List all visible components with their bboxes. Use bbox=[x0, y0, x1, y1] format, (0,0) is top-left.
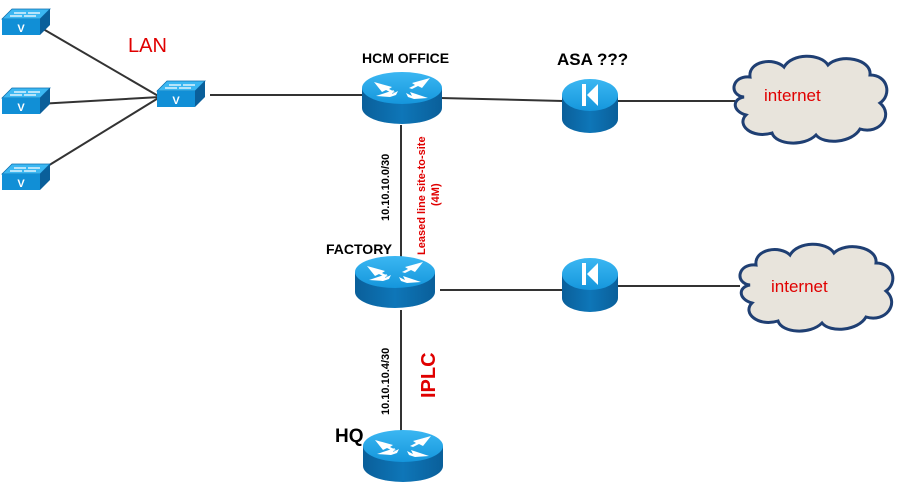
hcm-factory-bandwidth-label: (4M) bbox=[430, 183, 442, 206]
cloud-icon[interactable] bbox=[732, 54, 889, 145]
switch-icon[interactable] bbox=[156, 80, 206, 108]
hq-label: HQ bbox=[335, 426, 364, 447]
link-sw3-core bbox=[37, 96, 161, 173]
switch-icon[interactable] bbox=[1, 8, 51, 36]
internet-label-2: internet bbox=[771, 277, 828, 296]
cloud-icon[interactable] bbox=[738, 242, 895, 333]
hcm-factory-desc-label: Leased line site-to-site bbox=[416, 136, 428, 255]
router-icon[interactable] bbox=[363, 430, 443, 482]
internet-label-1: internet bbox=[764, 86, 821, 105]
hcm-office-label: HCM OFFICE bbox=[362, 50, 450, 66]
firewall-icon[interactable] bbox=[562, 79, 618, 133]
hcm-factory-subnet-label: 10.10.10.0/30 bbox=[380, 153, 392, 221]
factory-label: FACTORY bbox=[326, 241, 393, 257]
lan-label: LAN bbox=[128, 35, 167, 57]
link-sw1-core bbox=[37, 25, 161, 98]
links bbox=[37, 25, 740, 432]
factory-hq-subnet-label: 10.10.10.4/30 bbox=[380, 347, 392, 415]
router-icon[interactable] bbox=[362, 72, 442, 124]
firewall-icon[interactable] bbox=[562, 258, 618, 312]
router-icon[interactable] bbox=[355, 256, 435, 308]
asa-label: ASA ??? bbox=[557, 50, 629, 69]
iplc-label: IPLC bbox=[418, 352, 440, 398]
link-sw2-core bbox=[37, 96, 161, 105]
switch-icon[interactable] bbox=[1, 87, 51, 115]
switch-icon[interactable] bbox=[1, 163, 51, 191]
link-hcm-asa bbox=[439, 97, 564, 102]
